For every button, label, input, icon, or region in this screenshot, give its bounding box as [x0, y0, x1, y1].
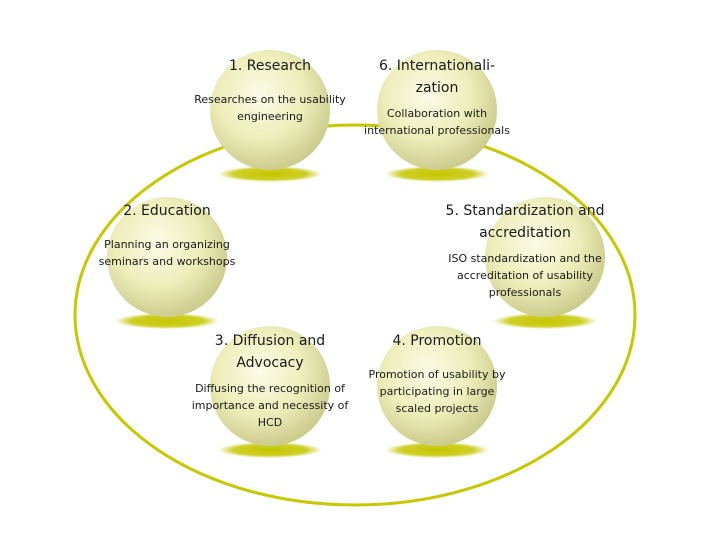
node-standardization: 5. Standardization and accreditation ISO… — [440, 200, 610, 301]
cycle-ring — [73, 123, 637, 507]
sphere-shadow — [218, 442, 322, 458]
node-diffusion: 3. Diffusion and Advocacy Diffusing the … — [185, 330, 355, 431]
sphere-research — [210, 50, 330, 170]
sphere-shadow — [493, 313, 597, 329]
node-title: 4. Promotion — [392, 333, 482, 349]
node-title: 1. Research — [228, 58, 312, 74]
sphere-diffusion — [210, 326, 330, 446]
sphere-education — [107, 197, 227, 317]
sphere-promotion — [377, 326, 497, 446]
node-title: 2. Education — [123, 203, 211, 219]
node-education: 2. Education Planning an organizing semi… — [82, 200, 252, 270]
node-title: 6. Internationali-zation — [378, 58, 496, 96]
node-description: Researches on the usability engineering — [194, 93, 346, 123]
node-research: 1. Research Researches on the usability … — [185, 55, 355, 125]
node-title: 3. Diffusion and Advocacy — [214, 333, 326, 371]
sphere-shadow — [218, 166, 322, 182]
node-description: Diffusing the recognition of importance … — [191, 382, 349, 429]
sphere-internationalization — [377, 50, 497, 170]
sphere-shadow — [385, 442, 489, 458]
node-promotion: 4. Promotion Promotion of usability by p… — [352, 330, 522, 417]
node-description: Promotion of usability by participating … — [368, 368, 506, 415]
node-title: 5. Standardization and accreditation — [445, 203, 605, 241]
node-internationalization: 6. Internationali-zation Collaboration w… — [352, 55, 522, 139]
node-description: Collaboration with international profess… — [364, 107, 510, 137]
sphere-shadow — [115, 313, 219, 329]
sphere-standardization — [485, 197, 605, 317]
node-description: ISO standardization and the accreditatio… — [448, 252, 602, 299]
sphere-shadow — [385, 166, 489, 182]
node-description: Planning an organizing seminars and work… — [98, 238, 236, 268]
